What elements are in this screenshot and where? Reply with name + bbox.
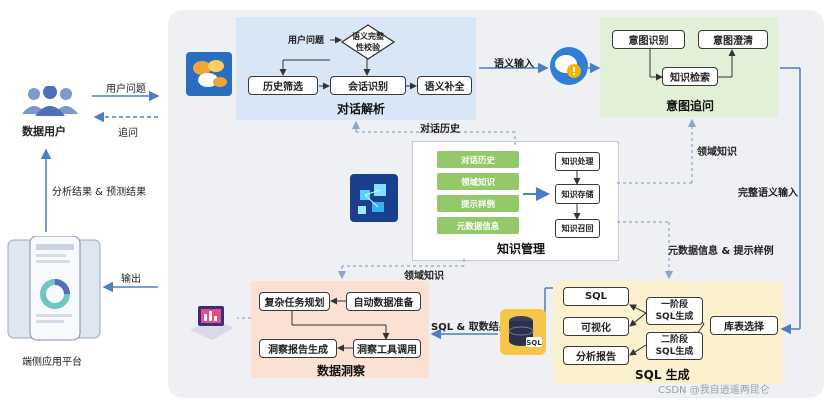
dialog-history-edge-label: 对话历史 bbox=[420, 124, 460, 135]
question-bubble-icon bbox=[549, 46, 589, 88]
domain-knowledge-edge-label-2: 领域知识 bbox=[404, 271, 444, 282]
sqlgen-title: SQL 生成 bbox=[635, 368, 690, 382]
follow-up-edge-label: 追问 bbox=[118, 128, 138, 139]
knowledge-title: 知识管理 bbox=[497, 242, 546, 256]
user-question-edge-label: 用户问题 bbox=[106, 84, 146, 95]
dialog-parse-title: 对话解析 bbox=[337, 102, 386, 116]
watermark: CSDN @我自逍遥两昆仑 bbox=[658, 385, 770, 396]
insight-title: 数据洞察 bbox=[317, 364, 366, 378]
table-selection-box: 库表选择 bbox=[710, 316, 778, 335]
knowledge-recall-box: 知识召回 bbox=[555, 219, 600, 238]
sql-fetch-edge-label: SQL & 取数结果 bbox=[431, 322, 509, 333]
domain-knowledge-edge-label-1: 领域知识 bbox=[697, 147, 737, 158]
complex-task-planning-box: 复杂任务规划 bbox=[259, 292, 330, 311]
semantic-input-edge-label: 语义输入 bbox=[494, 59, 534, 70]
stage1-sql-gen-box: 一阶段 SQL生成 bbox=[646, 297, 703, 325]
knowledge-retrieval-box: 知识检索 bbox=[662, 67, 718, 86]
semantic-completion-box: 语义补全 bbox=[417, 76, 472, 95]
session-recognition-box: 会话识别 bbox=[330, 76, 406, 95]
results-edge-label: 分析结果 & 预测结果 bbox=[52, 187, 147, 198]
analysis-report-box: 分析报告 bbox=[563, 346, 629, 365]
svg-text:SQL: SQL bbox=[526, 339, 542, 347]
knowledge-storage-box: 知识存储 bbox=[555, 184, 600, 204]
knowledge-processing-box: 知识处理 bbox=[555, 152, 600, 171]
metadata-prompt-edge-label: 元数据信息 & 提示样例 bbox=[668, 246, 774, 257]
knowledge-item-metadata: 元数据信息 bbox=[437, 217, 519, 234]
client-app-image bbox=[6, 235, 102, 342]
intent-clarify-box: 意图澄清 bbox=[698, 30, 768, 49]
data-user-label: 数据用户 bbox=[22, 125, 66, 138]
sql-output-box: SQL bbox=[563, 287, 629, 306]
intent-recognition-box: 意图识别 bbox=[612, 30, 685, 49]
knowledge-item-prompt-examples: 提示样例 bbox=[437, 195, 519, 212]
dialog-user-question: 用户问题 bbox=[288, 36, 325, 46]
intent-title: 意图追问 bbox=[666, 99, 715, 113]
completeness-check-diamond bbox=[340, 24, 396, 60]
knowledge-item-dialog-history: 对话历史 bbox=[437, 151, 519, 168]
output-edge-label: 输出 bbox=[121, 274, 141, 285]
complete-semantic-input-edge-label: 完整语义输入 bbox=[738, 188, 798, 199]
users-icon bbox=[18, 85, 82, 116]
database-icon: SQL bbox=[500, 309, 546, 355]
client-platform-label: 端侧应用平台 bbox=[22, 357, 82, 368]
insight-tool-call-box: 洞察工具调用 bbox=[353, 339, 421, 358]
auto-data-prep-box: 自动数据准备 bbox=[346, 292, 421, 311]
insight-image bbox=[186, 300, 236, 344]
stage2-sql-gen-box: 二阶段 SQL生成 bbox=[646, 332, 703, 360]
history-filter-box: 历史筛选 bbox=[248, 76, 318, 95]
chat-bubbles-icon bbox=[186, 52, 232, 96]
knowledge-network-icon bbox=[350, 174, 398, 222]
visualization-box: 可视化 bbox=[563, 317, 629, 336]
insight-report-box: 洞察报告生成 bbox=[259, 339, 337, 358]
completeness-check-label: 语义完整 性校验 bbox=[352, 32, 384, 52]
knowledge-item-domain-knowledge: 领域知识 bbox=[437, 173, 519, 190]
